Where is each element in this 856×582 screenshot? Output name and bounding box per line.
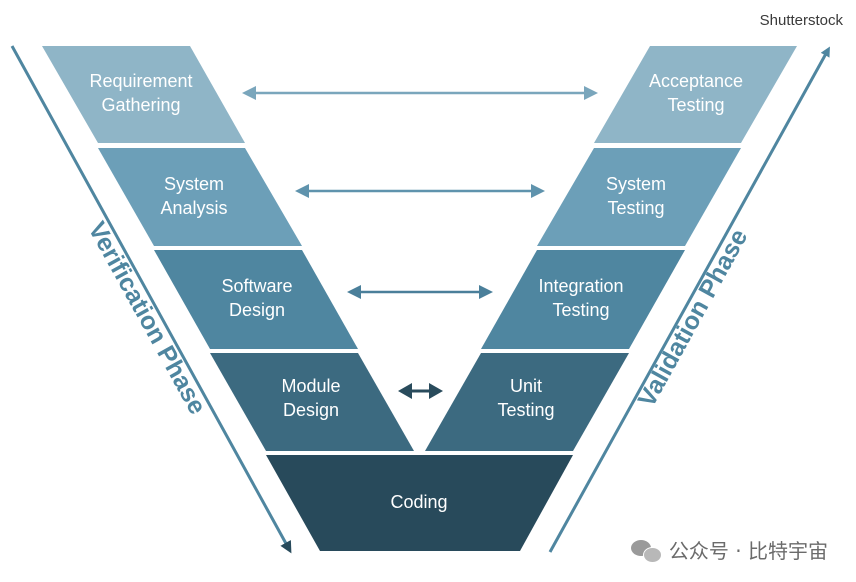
band-module-design bbox=[210, 353, 414, 451]
label-requirement: Requirement bbox=[89, 71, 192, 91]
band-software-design bbox=[154, 250, 358, 349]
label-unit: Unit bbox=[510, 376, 542, 396]
verification-phase-label: Verification Phase bbox=[83, 217, 212, 419]
label-testing-unit: Testing bbox=[497, 400, 554, 420]
wechat-watermark: 公众号 · 比特宇宙 bbox=[630, 535, 828, 564]
wechat-watermark-text: 公众号 · 比特宇宙 bbox=[668, 539, 828, 563]
band-coding bbox=[266, 455, 573, 551]
band-unit-testing bbox=[425, 353, 629, 451]
double-arrow-3 bbox=[347, 285, 493, 299]
double-arrow-1 bbox=[242, 86, 598, 100]
label-testing-system: Testing bbox=[607, 198, 664, 218]
label-analysis: Analysis bbox=[160, 198, 227, 218]
label-module: Module bbox=[281, 376, 340, 396]
label-design-module: Design bbox=[283, 400, 339, 420]
band-requirement-gathering bbox=[42, 46, 245, 143]
double-arrow-2 bbox=[295, 184, 545, 198]
band-integration-testing bbox=[481, 250, 685, 349]
label-testing-acceptance: Testing bbox=[667, 95, 724, 115]
band-system-analysis bbox=[98, 148, 302, 246]
verification-phase-arrow bbox=[10, 45, 292, 554]
double-arrow-4 bbox=[398, 383, 443, 399]
label-integration: Integration bbox=[538, 276, 623, 296]
label-design-software: Design bbox=[229, 300, 285, 320]
band-acceptance-testing bbox=[594, 46, 797, 143]
label-coding: Coding bbox=[390, 492, 447, 512]
label-gathering: Gathering bbox=[101, 95, 180, 115]
label-system-left: System bbox=[164, 174, 224, 194]
label-software: Software bbox=[221, 276, 292, 296]
wechat-icon bbox=[630, 538, 662, 563]
label-testing-integration: Testing bbox=[552, 300, 609, 320]
shutterstock-watermark: Shutterstock bbox=[759, 12, 843, 29]
label-system-right: System bbox=[606, 174, 666, 194]
validation-phase-arrow bbox=[548, 46, 830, 553]
label-acceptance: Acceptance bbox=[649, 71, 743, 91]
band-system-testing bbox=[537, 148, 741, 246]
